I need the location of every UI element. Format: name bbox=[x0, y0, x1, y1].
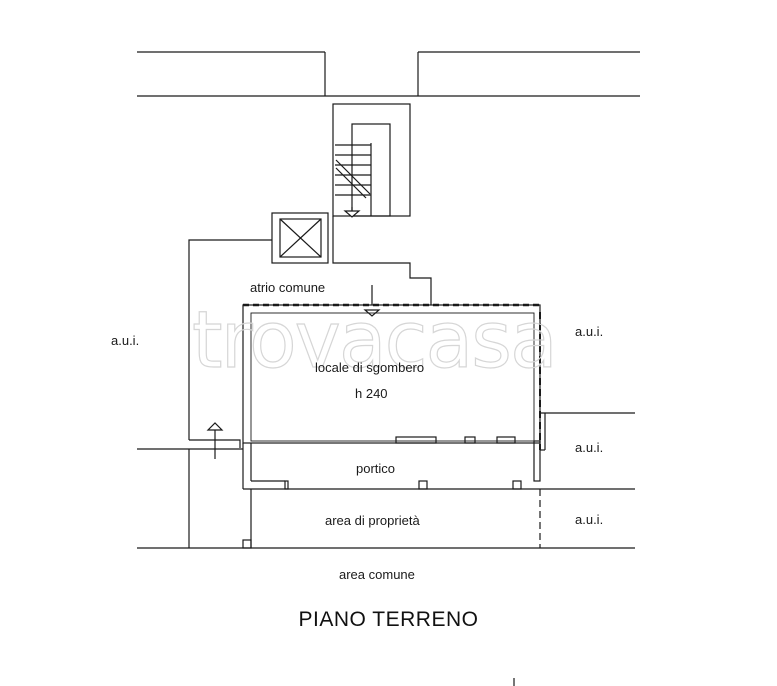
plan-title: PIANO TERRENO bbox=[298, 608, 479, 631]
staircase bbox=[332, 103, 411, 218]
portico-label: portico bbox=[356, 461, 396, 476]
height-label: h 240 bbox=[355, 386, 388, 401]
atrio-comune-outline bbox=[188, 216, 432, 448]
area-comune-label: area comune bbox=[339, 567, 415, 582]
aui-right-mid-label: a.u.i. bbox=[575, 440, 604, 455]
locale-sgombero-label: locale di sgombero bbox=[315, 360, 425, 375]
adjacent-building-top bbox=[137, 51, 640, 97]
aui-right-top-label: a.u.i. bbox=[575, 324, 604, 339]
locale-walls bbox=[242, 303, 541, 450]
property-area-lines bbox=[137, 449, 635, 686]
aui-left-label: a.u.i. bbox=[111, 333, 140, 348]
portico-lines bbox=[137, 412, 635, 548]
entrance-arrow bbox=[206, 422, 224, 459]
elevator-shaft bbox=[271, 212, 329, 264]
aui-right-bottom-label: a.u.i. bbox=[575, 512, 604, 527]
atrio-comune-label: atrio comune bbox=[250, 280, 326, 295]
area-proprieta-label: area di proprietà bbox=[325, 513, 420, 528]
